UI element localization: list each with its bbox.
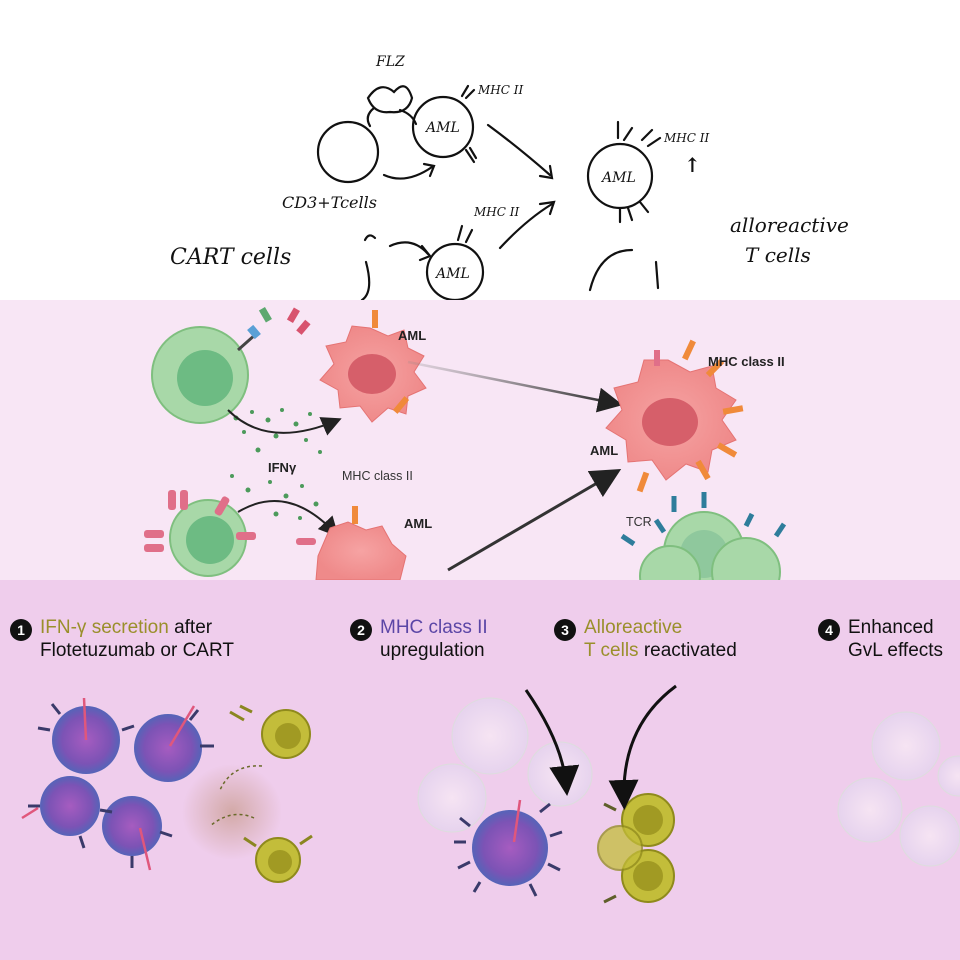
sketch-label-aml-top: AML — [424, 120, 460, 136]
tcells-section-1 — [209, 704, 313, 883]
step-3-line2: reactivated — [638, 640, 737, 661]
schematic-label-mhc-middle: MHC class II — [342, 469, 413, 483]
sketch-label-cd3-tcells: CD3+Tcells — [282, 193, 377, 212]
schematic-label-tcr: TCR — [626, 515, 652, 529]
step-3-highlight-line2: T cells — [584, 640, 639, 661]
step-4-line2: GvL effects — [848, 640, 944, 661]
schematic-label-aml-bottom: AML — [404, 516, 432, 531]
schematic-ifng-dots — [230, 408, 332, 528]
step-1-rest: after — [168, 617, 213, 638]
sketch-label-up-arrow: ↑ — [684, 153, 701, 177]
schematic-cart-cell — [144, 490, 256, 577]
schematic-aml-top — [319, 310, 427, 423]
sketch-flz-antibody — [366, 85, 414, 114]
sketch-tcell — [316, 120, 380, 184]
step-4-number: 4 — [818, 619, 840, 641]
schematic-alloreactive-tcells — [620, 492, 787, 580]
schematic-drawing: AML IFNγ — [144, 306, 787, 580]
sketch-label-aml-right: AML — [600, 170, 636, 186]
step-1-highlight: IFN-γ secretion — [40, 617, 169, 638]
sketch-aml-top — [411, 95, 475, 159]
sketch-label-mhc-top: MHC II — [477, 83, 523, 97]
schematic-aml-right — [605, 339, 744, 493]
sketch-label-aml-bottom: AML — [434, 266, 470, 282]
schematic-panel: AML IFNγ — [0, 300, 960, 580]
hand-sketch-panel: FLZ MHC II AML CD3+Tcells CART cells MHC… — [0, 0, 960, 300]
sketch-label-cart-cells: CART cells — [170, 245, 291, 270]
schematic-label-ifng: IFNγ — [268, 460, 297, 475]
step-1-number: 1 — [10, 619, 32, 641]
ghost-cells-section-4 — [837, 711, 960, 867]
sketch-label-mhc-right: MHC II — [663, 131, 709, 145]
schematic-antibody-top — [258, 306, 311, 335]
step-1-line2: Flotetuzumab or CART — [40, 640, 234, 661]
aml-blast-section-2 — [454, 799, 563, 897]
final-figure-drawing — [21, 684, 960, 904]
sketch-label-flz: FLZ — [375, 54, 405, 70]
step-2-highlight: MHC class II — [380, 617, 488, 638]
schematic-label-aml-right: AML — [590, 443, 618, 458]
schematic-label-mhc-right: MHC class II — [708, 354, 785, 369]
step-3-number: 3 — [554, 619, 576, 641]
sketch-label-alloreactive-2: T cells — [745, 243, 811, 267]
final-figure-panel: 1 IFN-γ secretion after Flotetuzumab or … — [0, 580, 960, 960]
ifng-cloud — [182, 764, 282, 860]
sketch-label-mhc-bottom: MHC II — [473, 205, 519, 219]
schematic-aml-bottom — [296, 506, 407, 580]
sketch-label-alloreactive-1: alloreactive — [730, 213, 849, 237]
alloreactive-tcells-section-3 — [597, 793, 675, 904]
hand-sketch-drawing: FLZ MHC II AML CD3+Tcells CART cells MHC… — [170, 54, 849, 300]
schematic-tcell-top — [151, 324, 261, 424]
step-2-line2: upregulation — [380, 640, 485, 661]
step-3-highlight: Alloreactive — [584, 617, 683, 638]
step-2-number: 2 — [350, 619, 372, 641]
sketch-aml-bottom — [425, 242, 485, 300]
blast-cluster-1 — [21, 697, 214, 871]
schematic-label-aml-top: AML — [398, 328, 426, 343]
step-4-line1: Enhanced — [848, 617, 934, 638]
